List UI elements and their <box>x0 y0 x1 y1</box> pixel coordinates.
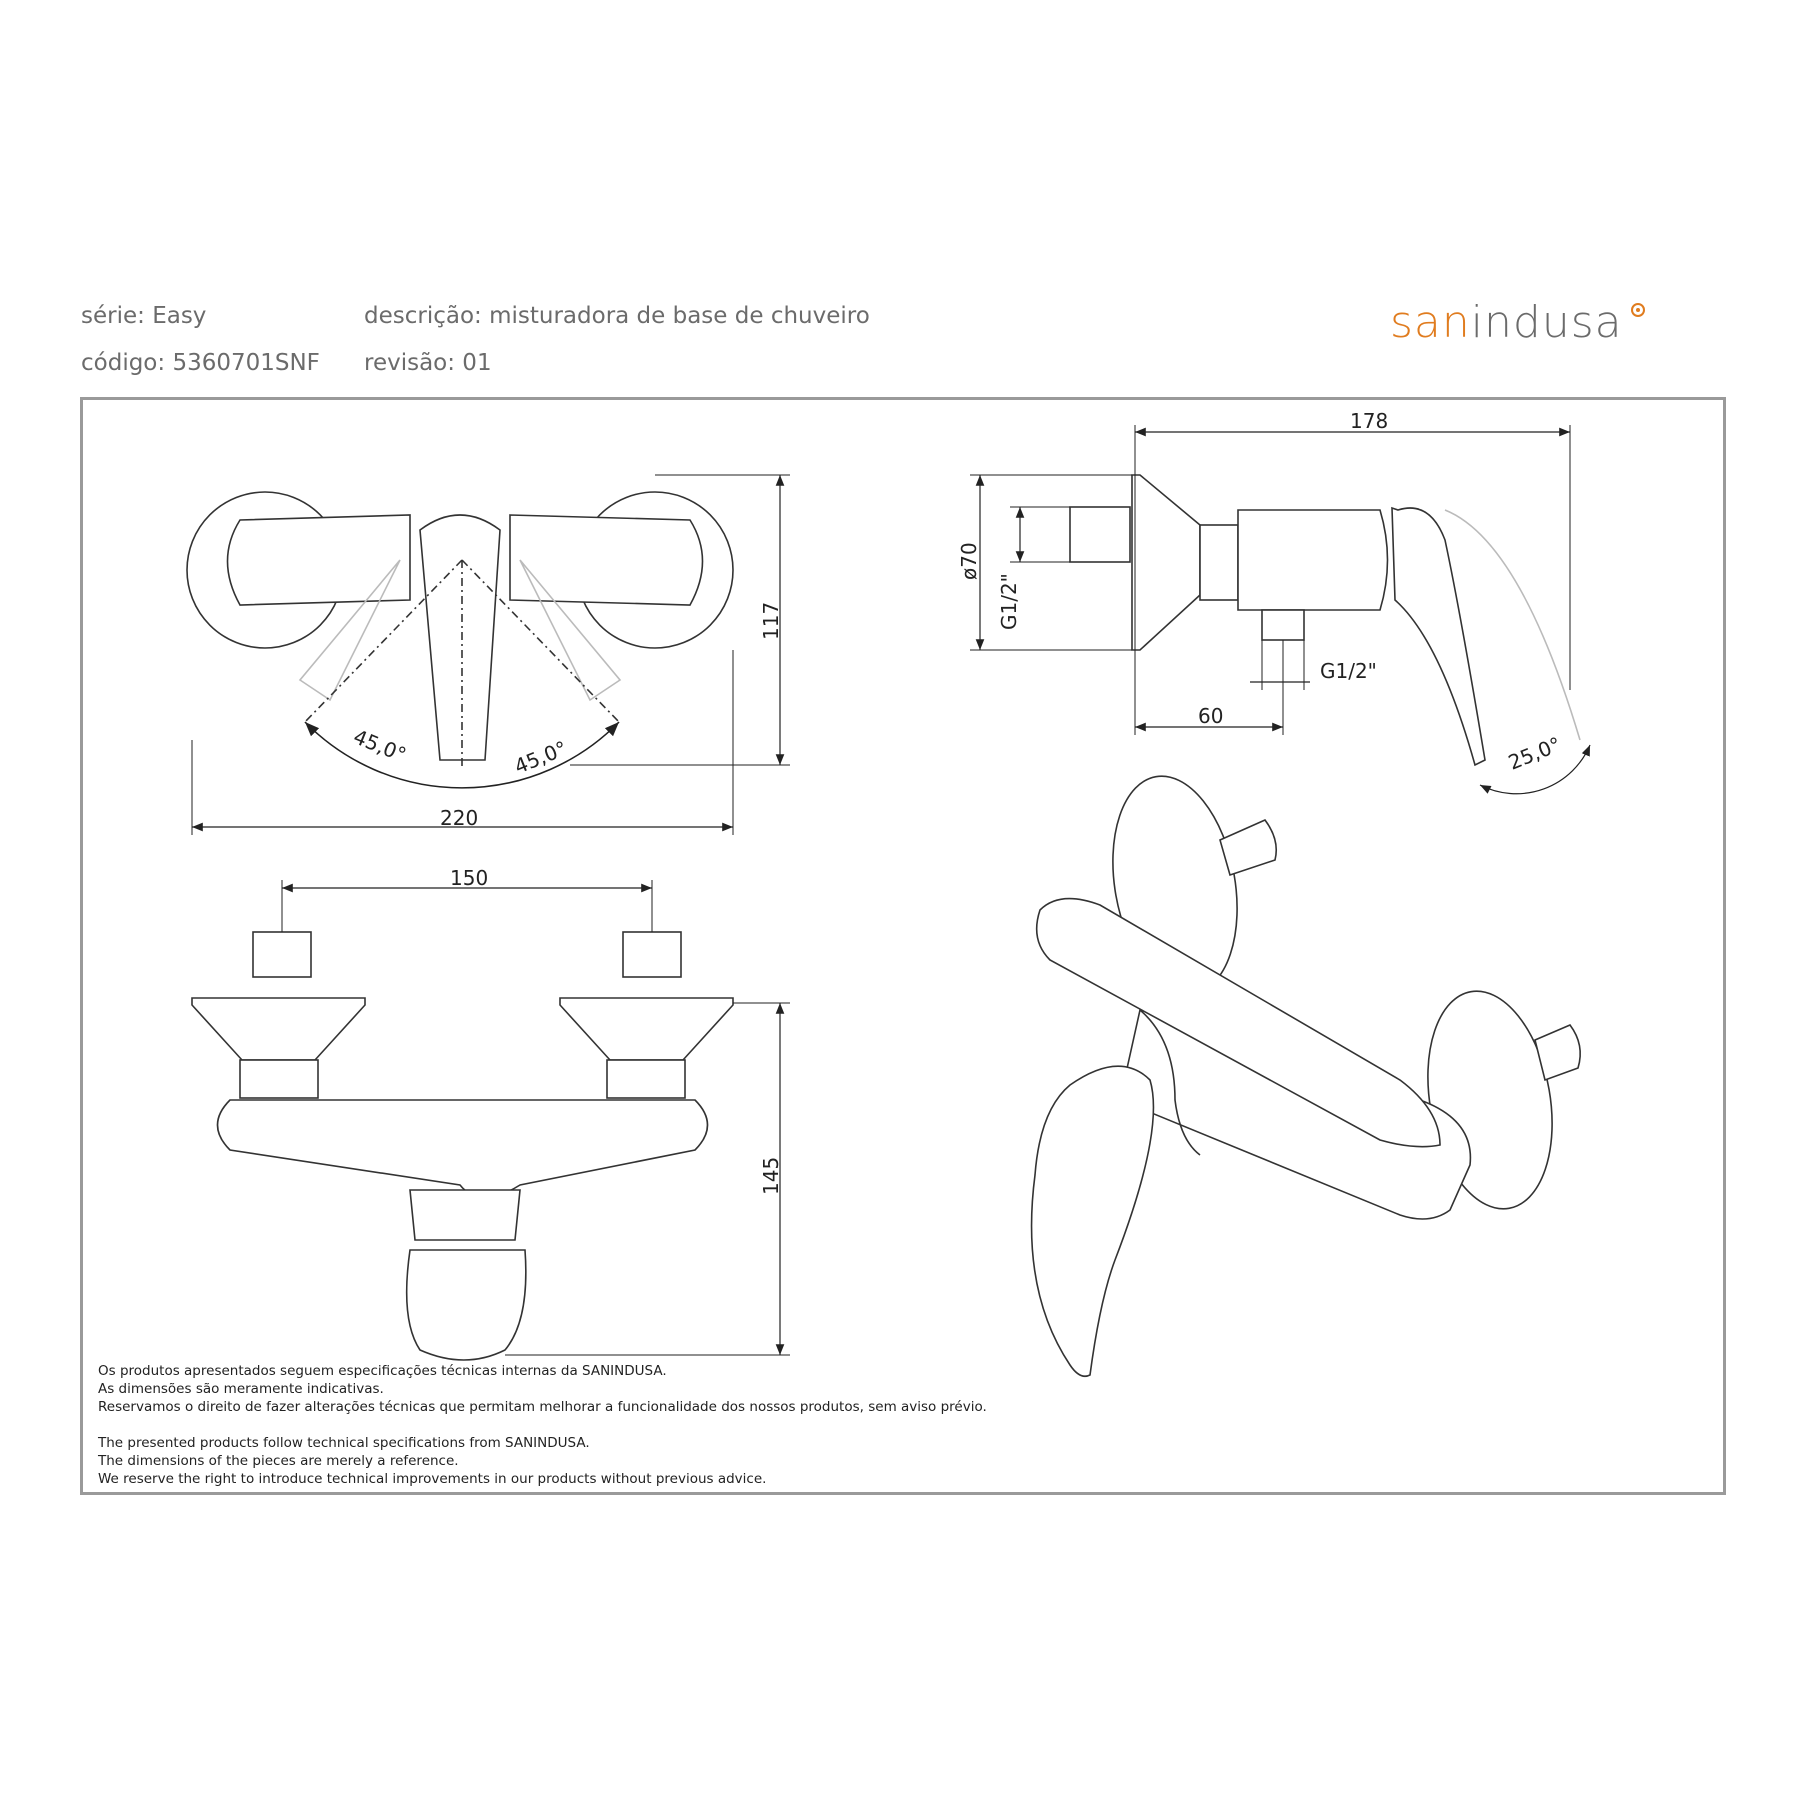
dim-117: 117 <box>759 602 783 640</box>
logo-text-indusa: indusa <box>1470 297 1623 348</box>
side-body <box>1237 509 1389 611</box>
front-right-nipple <box>622 931 682 978</box>
front-body <box>216 1099 709 1199</box>
top-body-left <box>226 514 411 606</box>
dim-150: 150 <box>450 866 488 890</box>
front-left-nut <box>239 1059 319 1099</box>
iso-front-nipple <box>1534 1024 1581 1082</box>
iso-lever <box>1030 1065 1155 1378</box>
front-lever <box>405 1249 527 1361</box>
iso-body-bar <box>1035 897 1441 1148</box>
dim-25: 25,0° <box>1505 732 1565 775</box>
front-spout <box>409 1189 521 1241</box>
sanindusa-logo: sanindusa <box>1390 297 1645 348</box>
top-left-ghost-lever <box>298 559 401 702</box>
front-view <box>191 880 790 1361</box>
iso-body <box>1119 1008 1472 1220</box>
note-en-1: The presented products follow technical … <box>98 1435 590 1451</box>
side-nut <box>1199 524 1239 601</box>
dim-angle-right: 45,0° <box>511 736 571 779</box>
serie-label: série: Easy <box>81 303 207 329</box>
dim-145: 145 <box>759 1157 783 1195</box>
dim-outlet-thread: G1/2" <box>1320 659 1377 683</box>
descricao-label: descrição: misturadora de base de chuvei… <box>364 303 870 329</box>
iso-spout-ring <box>1139 1009 1201 1156</box>
note-pt-1: Os produtos apresentados seguem especifi… <box>98 1363 667 1379</box>
logo-text-san: san <box>1390 297 1471 348</box>
drawing-frame <box>80 397 1726 1495</box>
side-view <box>970 425 1591 795</box>
front-left-nipple <box>252 931 312 978</box>
dim-60: 60 <box>1198 704 1223 728</box>
top-view <box>186 474 790 835</box>
top-lever <box>419 514 501 761</box>
isometric-view <box>1030 775 1581 1378</box>
logo-mark-icon <box>1630 303 1645 317</box>
side-angle-arc <box>1479 744 1591 795</box>
dim-220: 220 <box>440 806 478 830</box>
side-lever <box>1391 506 1486 767</box>
top-right-ghost-lever <box>519 559 622 702</box>
note-en-2: The dimensions of the pieces are merely … <box>98 1453 459 1469</box>
top-left-angle-line <box>304 559 463 723</box>
side-escutcheon <box>1131 474 1201 651</box>
note-pt-3: Reservamos o direito de fazer alterações… <box>98 1399 987 1415</box>
top-body-right <box>509 514 704 606</box>
top-right-angle-line <box>461 559 620 723</box>
dim-inlet-thread: G1/2" <box>997 573 1021 630</box>
top-angle-arc <box>304 721 620 789</box>
side-inlet-nipple <box>1069 506 1131 563</box>
revisao-label: revisão: 01 <box>364 350 492 376</box>
note-en-3: We reserve the right to introduce techni… <box>98 1471 767 1487</box>
note-pt-2: As dimensões são meramente indicativas. <box>98 1381 384 1397</box>
codigo-label: código: 5360701SNF <box>81 350 320 376</box>
dim-angle-left: 45,0° <box>350 724 410 767</box>
iso-back-nipple <box>1219 819 1278 877</box>
front-right-escutcheon <box>559 997 734 1061</box>
front-left-escutcheon <box>191 997 366 1061</box>
side-outlet <box>1261 609 1305 641</box>
dim-d70: ø70 <box>957 542 981 580</box>
side-ghost-lever <box>1444 509 1581 741</box>
front-right-nut <box>606 1059 686 1099</box>
dim-178: 178 <box>1350 409 1388 433</box>
